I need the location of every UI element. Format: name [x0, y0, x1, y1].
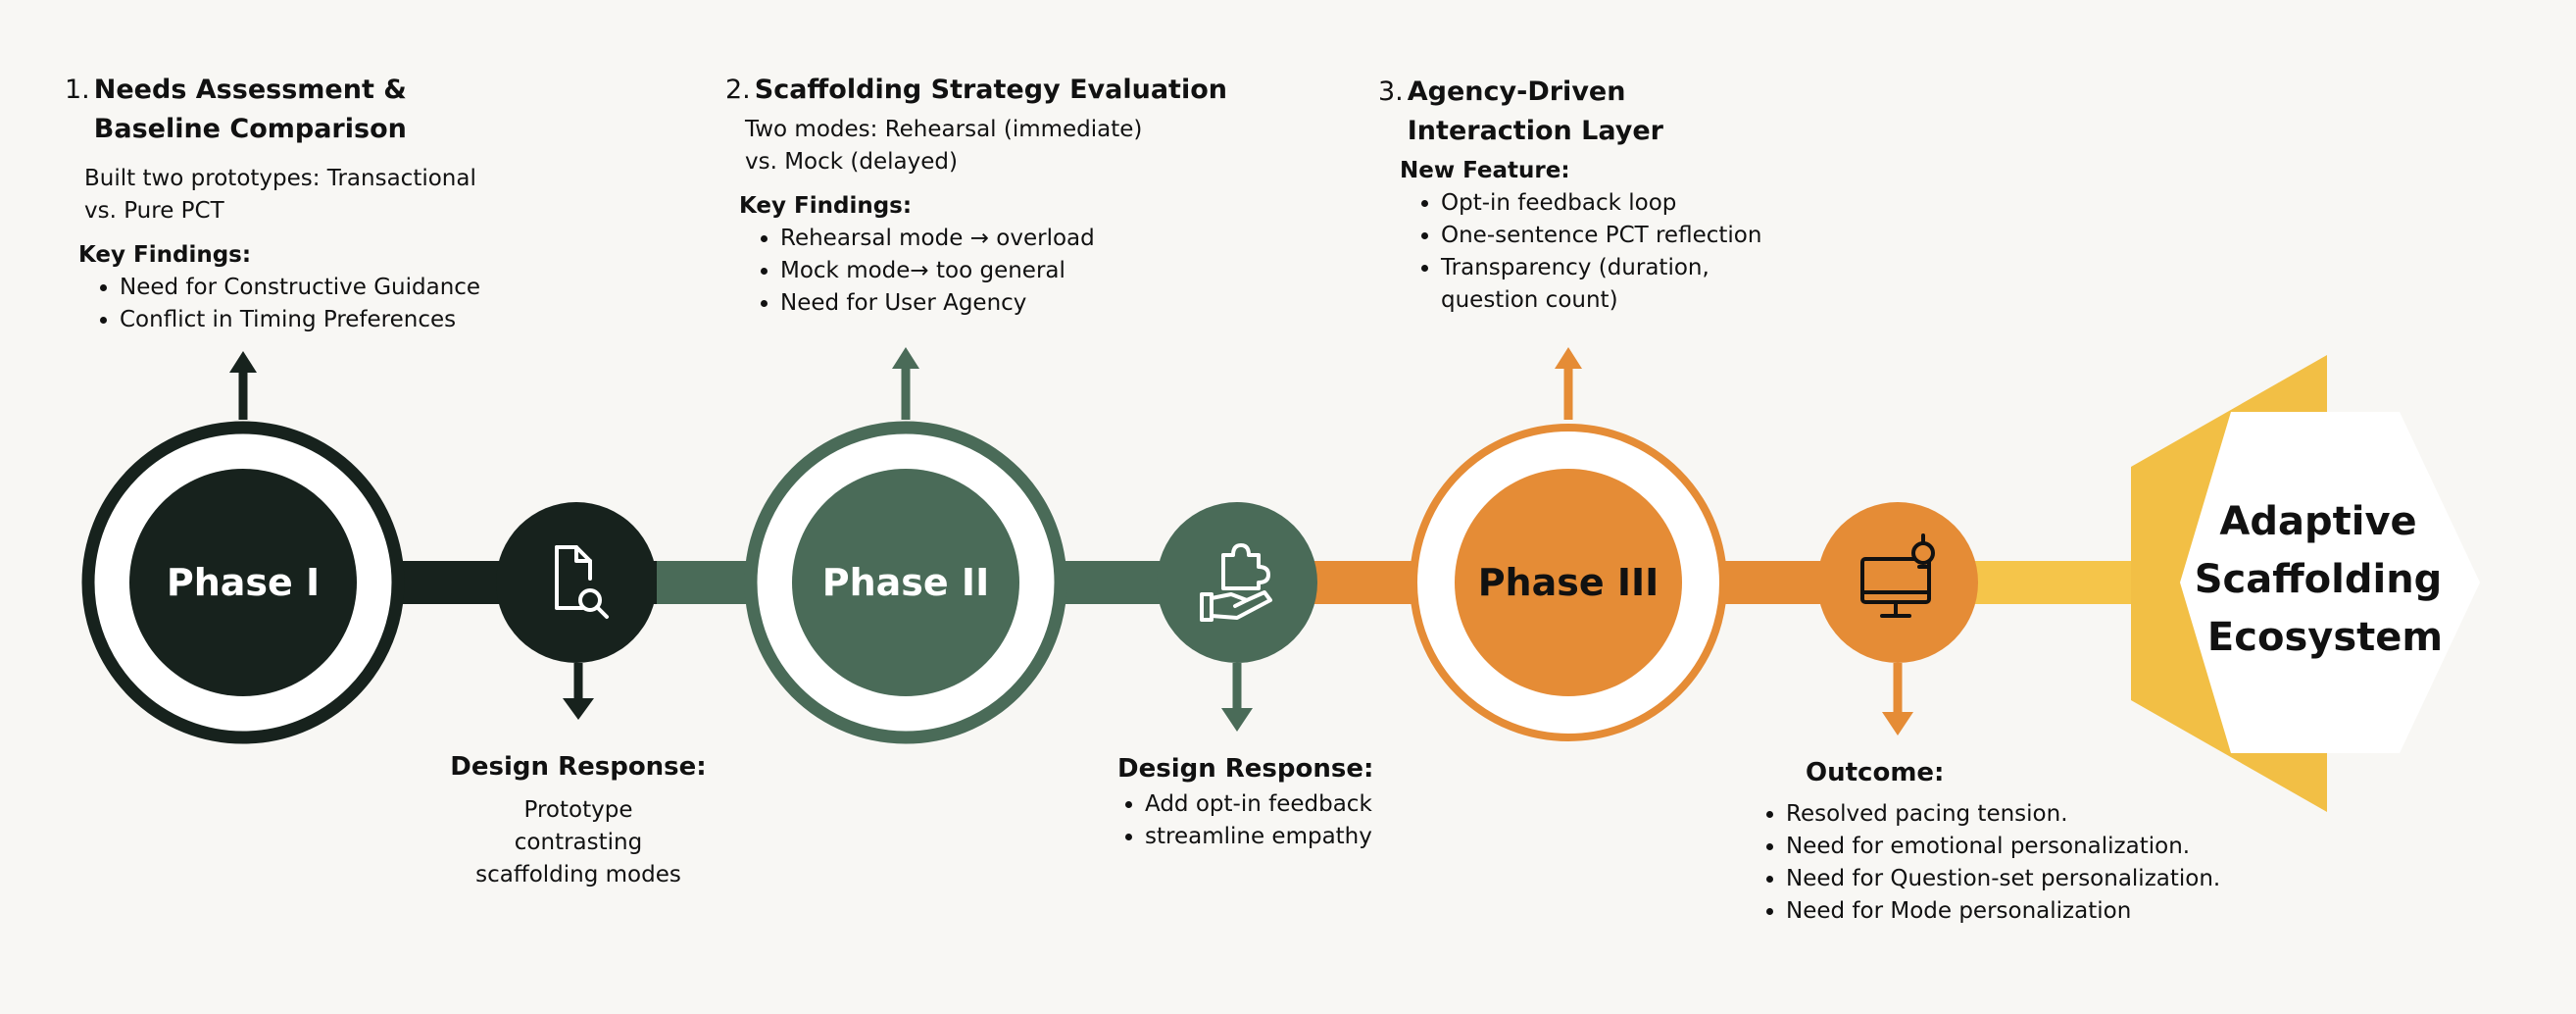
- response-3-node: [1817, 502, 1978, 663]
- outcome-item: Need for Question-set personalization.: [1786, 863, 2264, 895]
- outcome-text: Outcome: Resolved pacing tension. Need f…: [1755, 755, 2264, 928]
- endpoint-title: Adaptive Scaffolding Ecosystem: [2195, 499, 2456, 660]
- phase-3-number: 3.: [1378, 76, 1404, 107]
- phase-3-title: Agency-Driven Interaction Layer: [1407, 76, 1663, 146]
- phase-1-title: Needs Assessment & Baseline Comparison: [93, 75, 407, 144]
- phase-2-heading: 2. Scaffolding Strategy Evaluation: [725, 71, 1235, 110]
- phase-2-text: 2. Scaffolding Strategy Evaluation Two m…: [725, 71, 1235, 320]
- phase-3-findings-list: Opt-in feedback loop One-sentence PCT re…: [1400, 187, 1794, 317]
- response-1-description: Prototype contrasting scaffolding modes: [475, 797, 681, 887]
- response-2-text: Design Response: Add opt-in feedback str…: [1117, 751, 1510, 853]
- endpoint-hexagon: [2180, 412, 2480, 753]
- phase-1-findings-list: Need for Constructive Guidance Conflict …: [78, 272, 574, 336]
- phase-1-heading: 1. Needs Assessment & Baseline Compariso…: [65, 71, 574, 149]
- phase-3-text: 3. Agency-Driven Interaction Layer New F…: [1378, 73, 1829, 317]
- outcome-label: Outcome:: [1806, 758, 1945, 787]
- outcome-item: Need for emotional personalization.: [1786, 831, 2264, 863]
- phase-2-finding: Rehearsal mode → overload: [780, 223, 1235, 255]
- phase-3-circle: [1455, 469, 1682, 696]
- phase-2-label: Phase II: [822, 561, 989, 604]
- phase-2-arrow-up-icon: [892, 347, 919, 369]
- response-1-label: Design Response:: [450, 752, 707, 782]
- phase-2-finding: Need for User Agency: [780, 287, 1235, 320]
- response-2-label: Design Response:: [1117, 754, 1374, 784]
- connector-bar-4: [1970, 561, 2156, 604]
- phase-2-title: Scaffolding Strategy Evaluation: [754, 75, 1227, 105]
- phase-1-number: 1.: [65, 75, 90, 105]
- outcome-item: Resolved pacing tension.: [1786, 798, 2264, 831]
- monitor-lightbulb-icon: [1860, 533, 1935, 618]
- phase-1-description: Built two prototypes: Transactional vs. …: [84, 166, 476, 224]
- response-1-text: Design Response: Prototype contrasting s…: [431, 749, 725, 891]
- phase-1-label: Phase I: [167, 561, 320, 604]
- phase-3-arrow-up-icon: [1555, 347, 1582, 369]
- phase-1-text: 1. Needs Assessment & Baseline Compariso…: [65, 71, 574, 336]
- response-2-item: Add opt-in feedback: [1145, 788, 1510, 821]
- response-3-arrow-down-icon: [1882, 712, 1913, 735]
- response-1-node: [496, 502, 657, 663]
- phase-1-findings-label: Key Findings:: [78, 242, 252, 268]
- phase-2-number: 2.: [725, 75, 751, 105]
- phase-3-finding: Opt-in feedback loop: [1441, 187, 1794, 220]
- phase-2-findings-list: Rehearsal mode → overload Mock mode→ too…: [739, 223, 1235, 320]
- phase-3-finding: Transparency (duration, question count): [1441, 252, 1794, 317]
- phase-3-finding: One-sentence PCT reflection: [1441, 220, 1794, 252]
- phase-3-heading: 3. Agency-Driven Interaction Layer: [1378, 73, 1829, 151]
- phase-1-circle: [129, 469, 357, 696]
- response-2-node: [1157, 502, 1317, 663]
- phase-3-findings-label: New Feature:: [1400, 158, 1570, 183]
- response-2-item: streamline empathy: [1145, 821, 1510, 853]
- phase-1-finding: Need for Constructive Guidance: [120, 272, 574, 304]
- document-search-icon: [555, 545, 609, 619]
- phase-2-description: Two modes: Rehearsal (immediate) vs. Moc…: [745, 117, 1143, 175]
- response-1-arrow-down-icon: [563, 698, 594, 720]
- phase-1-arrow-up-icon: [229, 351, 257, 373]
- phase-3-label: Phase III: [1478, 561, 1660, 604]
- phase-2-finding: Mock mode→ too general: [780, 255, 1235, 287]
- hand-puzzle-icon: [1200, 543, 1272, 622]
- response-2-arrow-down-icon: [1221, 708, 1253, 732]
- outcome-item: Need for Mode personalization: [1786, 895, 2264, 928]
- outcome-list: Resolved pacing tension. Need for emotio…: [1755, 798, 2264, 928]
- phase-1-finding: Conflict in Timing Preferences: [120, 304, 574, 336]
- response-2-list: Add opt-in feedback streamline empathy: [1117, 788, 1510, 853]
- phase-2-circle: [792, 469, 1019, 696]
- phase-2-findings-label: Key Findings:: [739, 193, 913, 219]
